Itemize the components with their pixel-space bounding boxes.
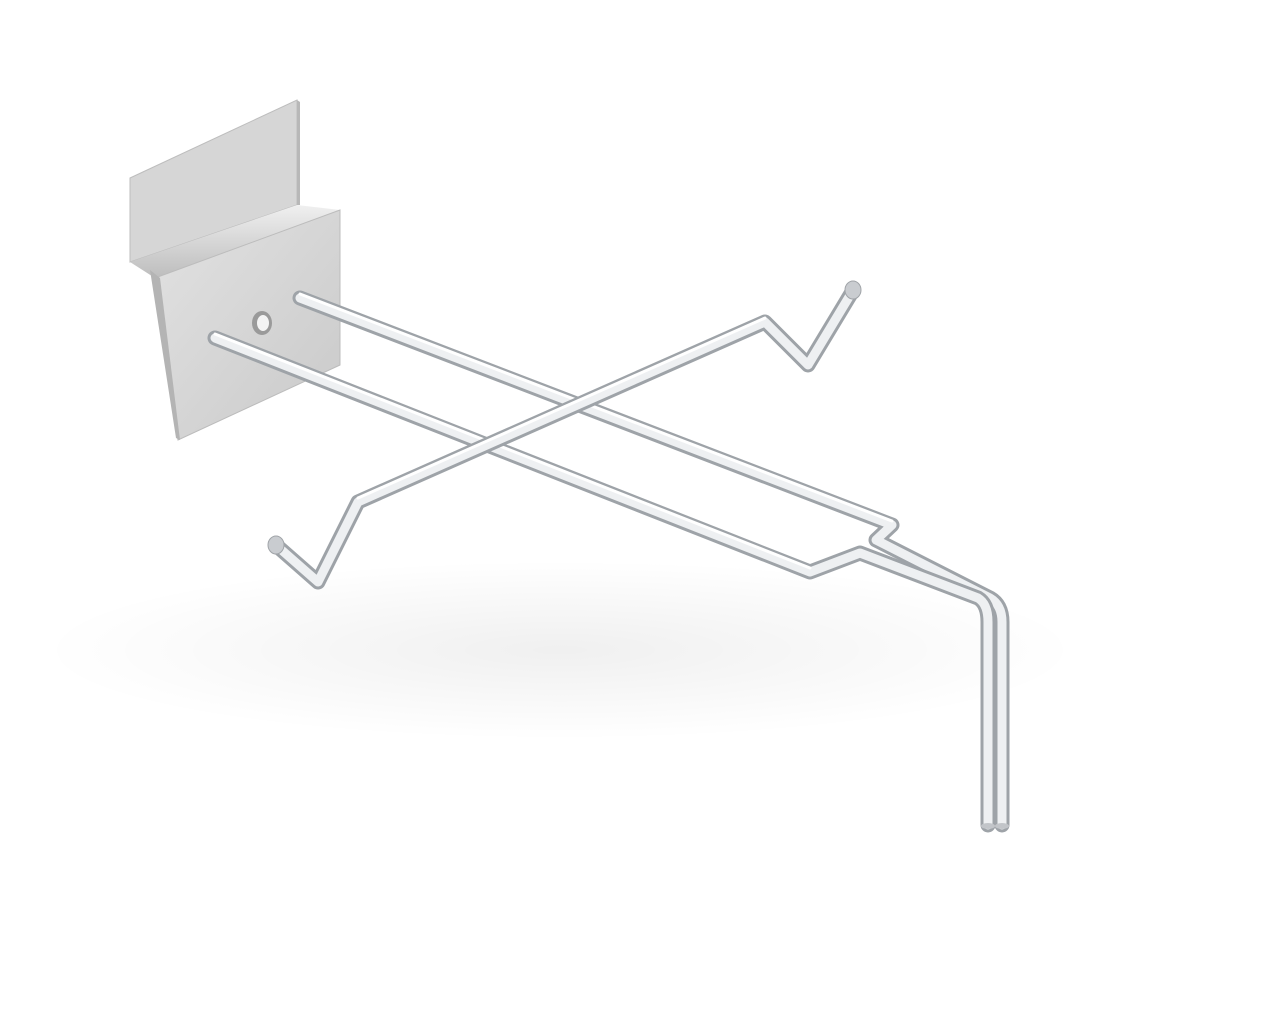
floor-shadow <box>40 560 1080 740</box>
leg-end-left <box>981 823 995 829</box>
left-hook-tip <box>267 535 285 555</box>
lower-arm-wire <box>207 330 996 833</box>
upper-arm-wire <box>292 290 1010 833</box>
right-hook-tip <box>844 280 862 300</box>
cross-bar-wire <box>269 284 860 590</box>
wire-assembly <box>207 280 1010 833</box>
leg-end-right <box>995 823 1009 829</box>
mounting-plate <box>129 99 341 441</box>
